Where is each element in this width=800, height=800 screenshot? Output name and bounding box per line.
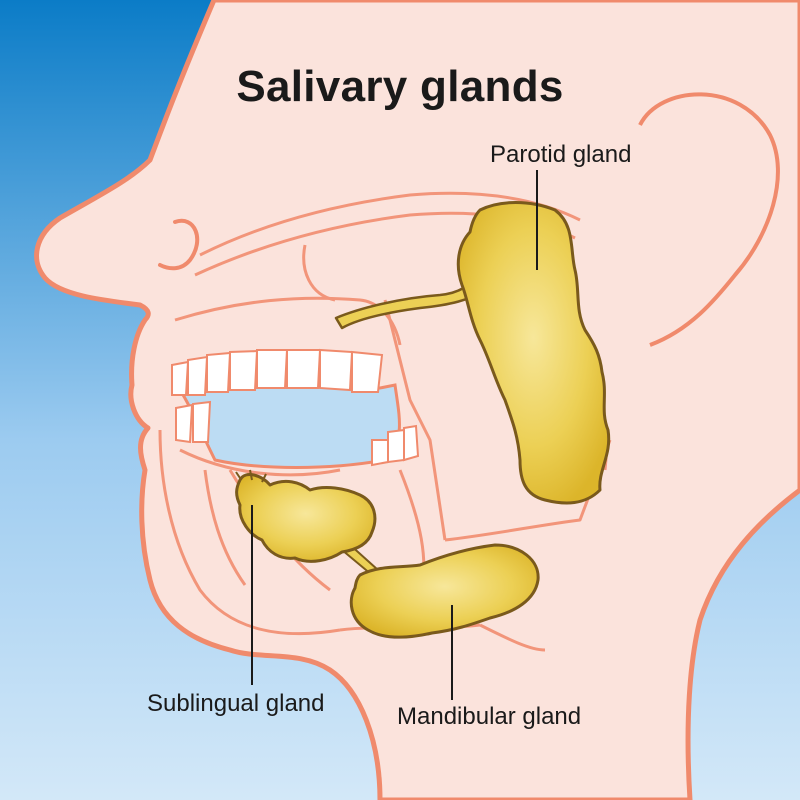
mouth-cavity (177, 383, 401, 469)
upper-teeth (171, 348, 384, 396)
mandibular-gland-shape (349, 543, 540, 639)
sublingual-gland-shape (235, 473, 377, 563)
ear (638, 92, 780, 347)
label-sublingual-gland: Sublingual gland (147, 690, 325, 717)
diagram-title: Salivary glands (236, 62, 564, 111)
label-parotid-gland: Parotid gland (490, 141, 632, 168)
head-silhouette (34, 0, 800, 800)
lower-teeth (175, 400, 420, 467)
label-mandibular-gland: Mandibular gland (397, 703, 582, 730)
leader-lines (251, 170, 538, 700)
nostril (158, 218, 200, 271)
sublingual-ducts (235, 469, 267, 483)
parotid-gland-shape (456, 201, 611, 505)
